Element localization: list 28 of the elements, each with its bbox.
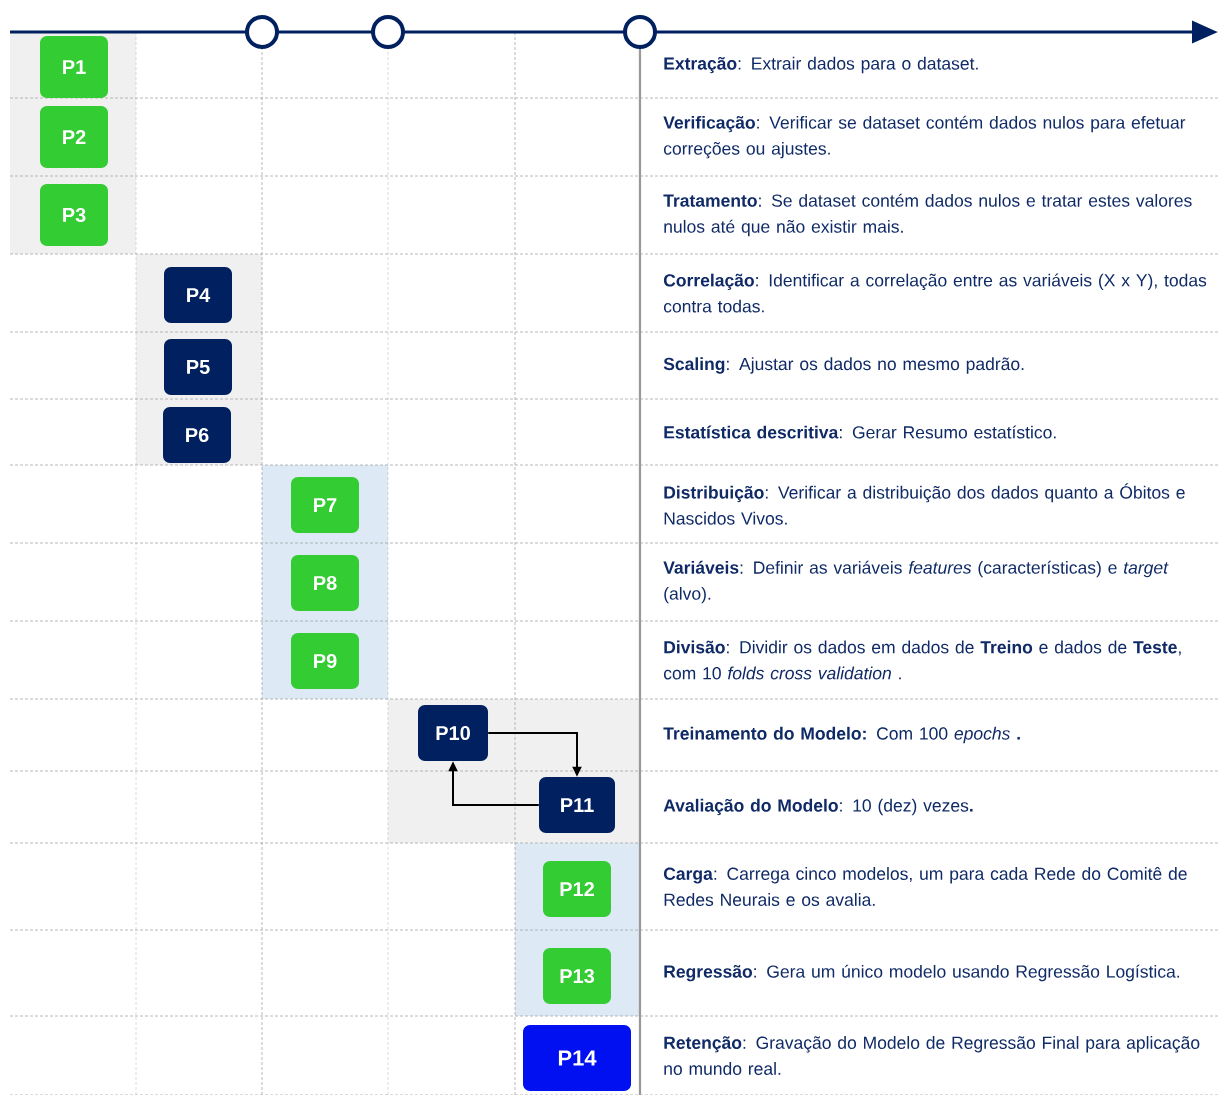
step-description: Avaliação do Modelo: 10 (dez) vezes. — [663, 798, 973, 816]
step-badge: P13 — [543, 948, 611, 1004]
step-badge: P5 — [164, 339, 232, 395]
step-description: Tratamento: Se dataset contém dados nulos e tratar estes valores nulos até que não existir mais. — [663, 193, 1192, 237]
step-description: Scaling: Ajustar os dados no mesmo padrão. — [663, 357, 1024, 374]
step-badge: P12 — [543, 861, 611, 917]
step-description: Retenção: Gravação do Modelo de Regressão Final para aplicação no mundo real. — [664, 1036, 1200, 1075]
step-description: Extração: Extrair dados para o dataset. — [664, 56, 978, 74]
step-badge: P6 — [163, 407, 231, 463]
step-badge: P11 — [539, 777, 615, 833]
step-badge: P10 — [418, 705, 488, 761]
step-description: Regressão: Gera um único modelo usando Regressão Logística. — [664, 964, 1180, 982]
step-badge: P4 — [164, 267, 232, 323]
step-badge: P2 — [40, 106, 108, 168]
step-badge: P8 — [291, 555, 359, 611]
step-description: Distribuição: Verificar a distribuição dos dados quanto a Óbitos e Nascidos Vivos. — [664, 483, 1185, 525]
step-description: Divisão: Dividir os dados em dados de Treino e dados de Teste, com 10 folds cross validation . — [663, 640, 1181, 680]
step-badge: P9 — [291, 633, 359, 689]
step-badge: P3 — [40, 184, 108, 246]
step-description: Variáveis: Definir as variáveis features (características) e target (alvo). — [663, 560, 1169, 604]
step-badge: P14 — [523, 1025, 631, 1091]
step-description: Carga: Carrega cinco modelos, um para cada Rede do Comitê de Redes Neurais e os avalia. — [663, 867, 1187, 906]
step-description: Treinamento do Modelo: Com 100 epochs . — [663, 726, 1020, 744]
step-description: Correlação: Identificar a correlação entre as variáveis (X x Y), todas contra todas. — [663, 273, 1207, 313]
step-badge: P7 — [291, 477, 359, 533]
step-badge: P1 — [40, 36, 108, 98]
step-description: Estatística descritiva: Gerar Resumo estatístico. — [664, 425, 1056, 439]
step-description: Verificação: Verificar se dataset contém dados nulos para efetuar correções ou ajustes. — [663, 115, 1186, 159]
